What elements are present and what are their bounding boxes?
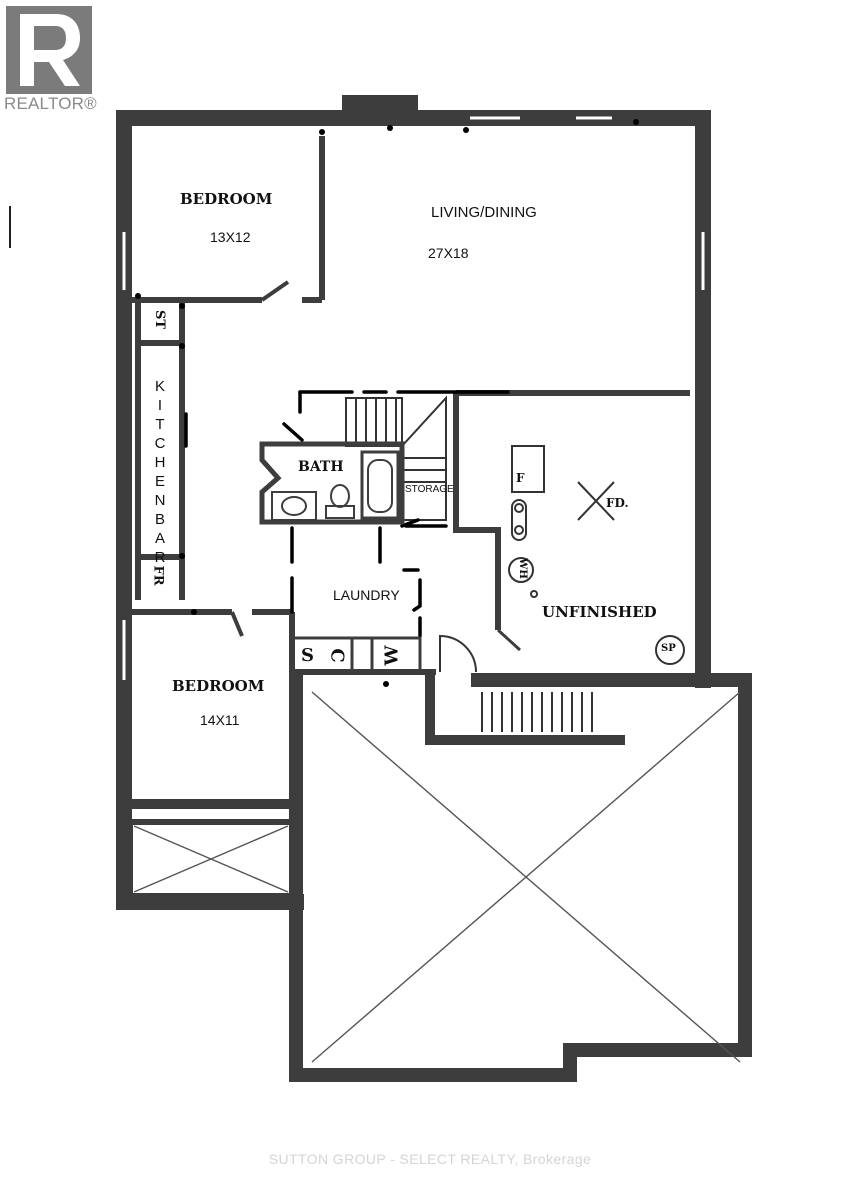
- laundry-closet: [290, 636, 422, 674]
- brokerage-credit: SUTTON GROUP - SELECT REALTY, Brokerage: [268, 1151, 592, 1167]
- laundry-mark: C: [326, 648, 348, 663]
- kitchen-bar-letter: R: [154, 549, 166, 566]
- kitchen-bar-letter: T: [155, 416, 165, 433]
- sink: [281, 496, 307, 516]
- bath-room: [259, 441, 405, 525]
- exterior-wall-left: [116, 110, 304, 910]
- toilet-bowl: [330, 484, 350, 508]
- marker-lines: [184, 390, 510, 638]
- bedroom2-door: [230, 611, 244, 637]
- kitchen-bar-letter: A: [154, 530, 165, 547]
- bedroom1-door: [260, 280, 290, 302]
- kitchen-bar-letter: B: [154, 511, 165, 528]
- laundry-label: LAUNDRY: [333, 587, 400, 603]
- water-heater-circle: [508, 557, 534, 583]
- laundry-mark: W: [381, 645, 403, 666]
- kitchen-bar-letter: N: [154, 492, 166, 509]
- vanity: [271, 491, 317, 521]
- garage-wall: [289, 673, 752, 1082]
- lower-left-box: [127, 819, 295, 899]
- water-heater-tag: WH: [516, 558, 528, 579]
- bedroom1-dims: 13X12: [210, 229, 251, 245]
- fridge-tag: FR: [150, 565, 166, 586]
- bathtub: [360, 450, 400, 520]
- window-marks: [122, 116, 705, 680]
- exterior-wall-upper: [116, 110, 711, 688]
- bedroom2-label: BEDROOM: [172, 677, 265, 695]
- kitchen-bar-letter: H: [154, 454, 166, 471]
- kitchen-bar-letter: I: [157, 397, 163, 414]
- sump-pump-circle: [655, 635, 685, 665]
- realtor-r-icon: [20, 14, 80, 86]
- laundry-mark: S: [301, 645, 314, 666]
- bath-label: BATH: [298, 459, 344, 475]
- realtor-logo: [6, 6, 92, 94]
- garage-stairs: [481, 692, 593, 732]
- kitchen-bar-letter: K: [154, 378, 165, 395]
- unfinished-label: UNFINISHED: [542, 603, 657, 621]
- garage-stair-wall: [425, 675, 625, 745]
- garage-diagonal: [311, 691, 741, 1063]
- kitchen-bar-letter: E: [154, 473, 165, 490]
- floor-drain-tag: FD.: [606, 496, 629, 510]
- unfinished-door: [496, 628, 522, 652]
- bathtub-inner: [367, 459, 393, 513]
- utility-fixtures: [508, 445, 685, 665]
- realtor-wordmark: REALTOR®: [4, 94, 97, 113]
- filter-unit: [511, 499, 527, 541]
- sump-pump-tag: SP: [661, 643, 676, 654]
- kitchen-bar-letter: C: [154, 435, 166, 452]
- living-dining-dims: 27X18: [428, 245, 469, 261]
- floor-drain-x: [577, 481, 615, 521]
- garage-entry-door: [439, 634, 477, 673]
- storage-tag: ST: [152, 309, 168, 330]
- unfinished-wall-left: [453, 393, 501, 630]
- living-dining-label: LIVING/DINING: [431, 204, 537, 221]
- bedroom2-dims: 14X11: [200, 712, 240, 728]
- chimney-bump: [342, 95, 418, 119]
- furnace-tag: F: [516, 471, 525, 485]
- storage-label: STORAGE: [405, 484, 454, 495]
- furnace-box: [511, 445, 545, 493]
- bedroom1-label: BEDROOM: [180, 190, 273, 208]
